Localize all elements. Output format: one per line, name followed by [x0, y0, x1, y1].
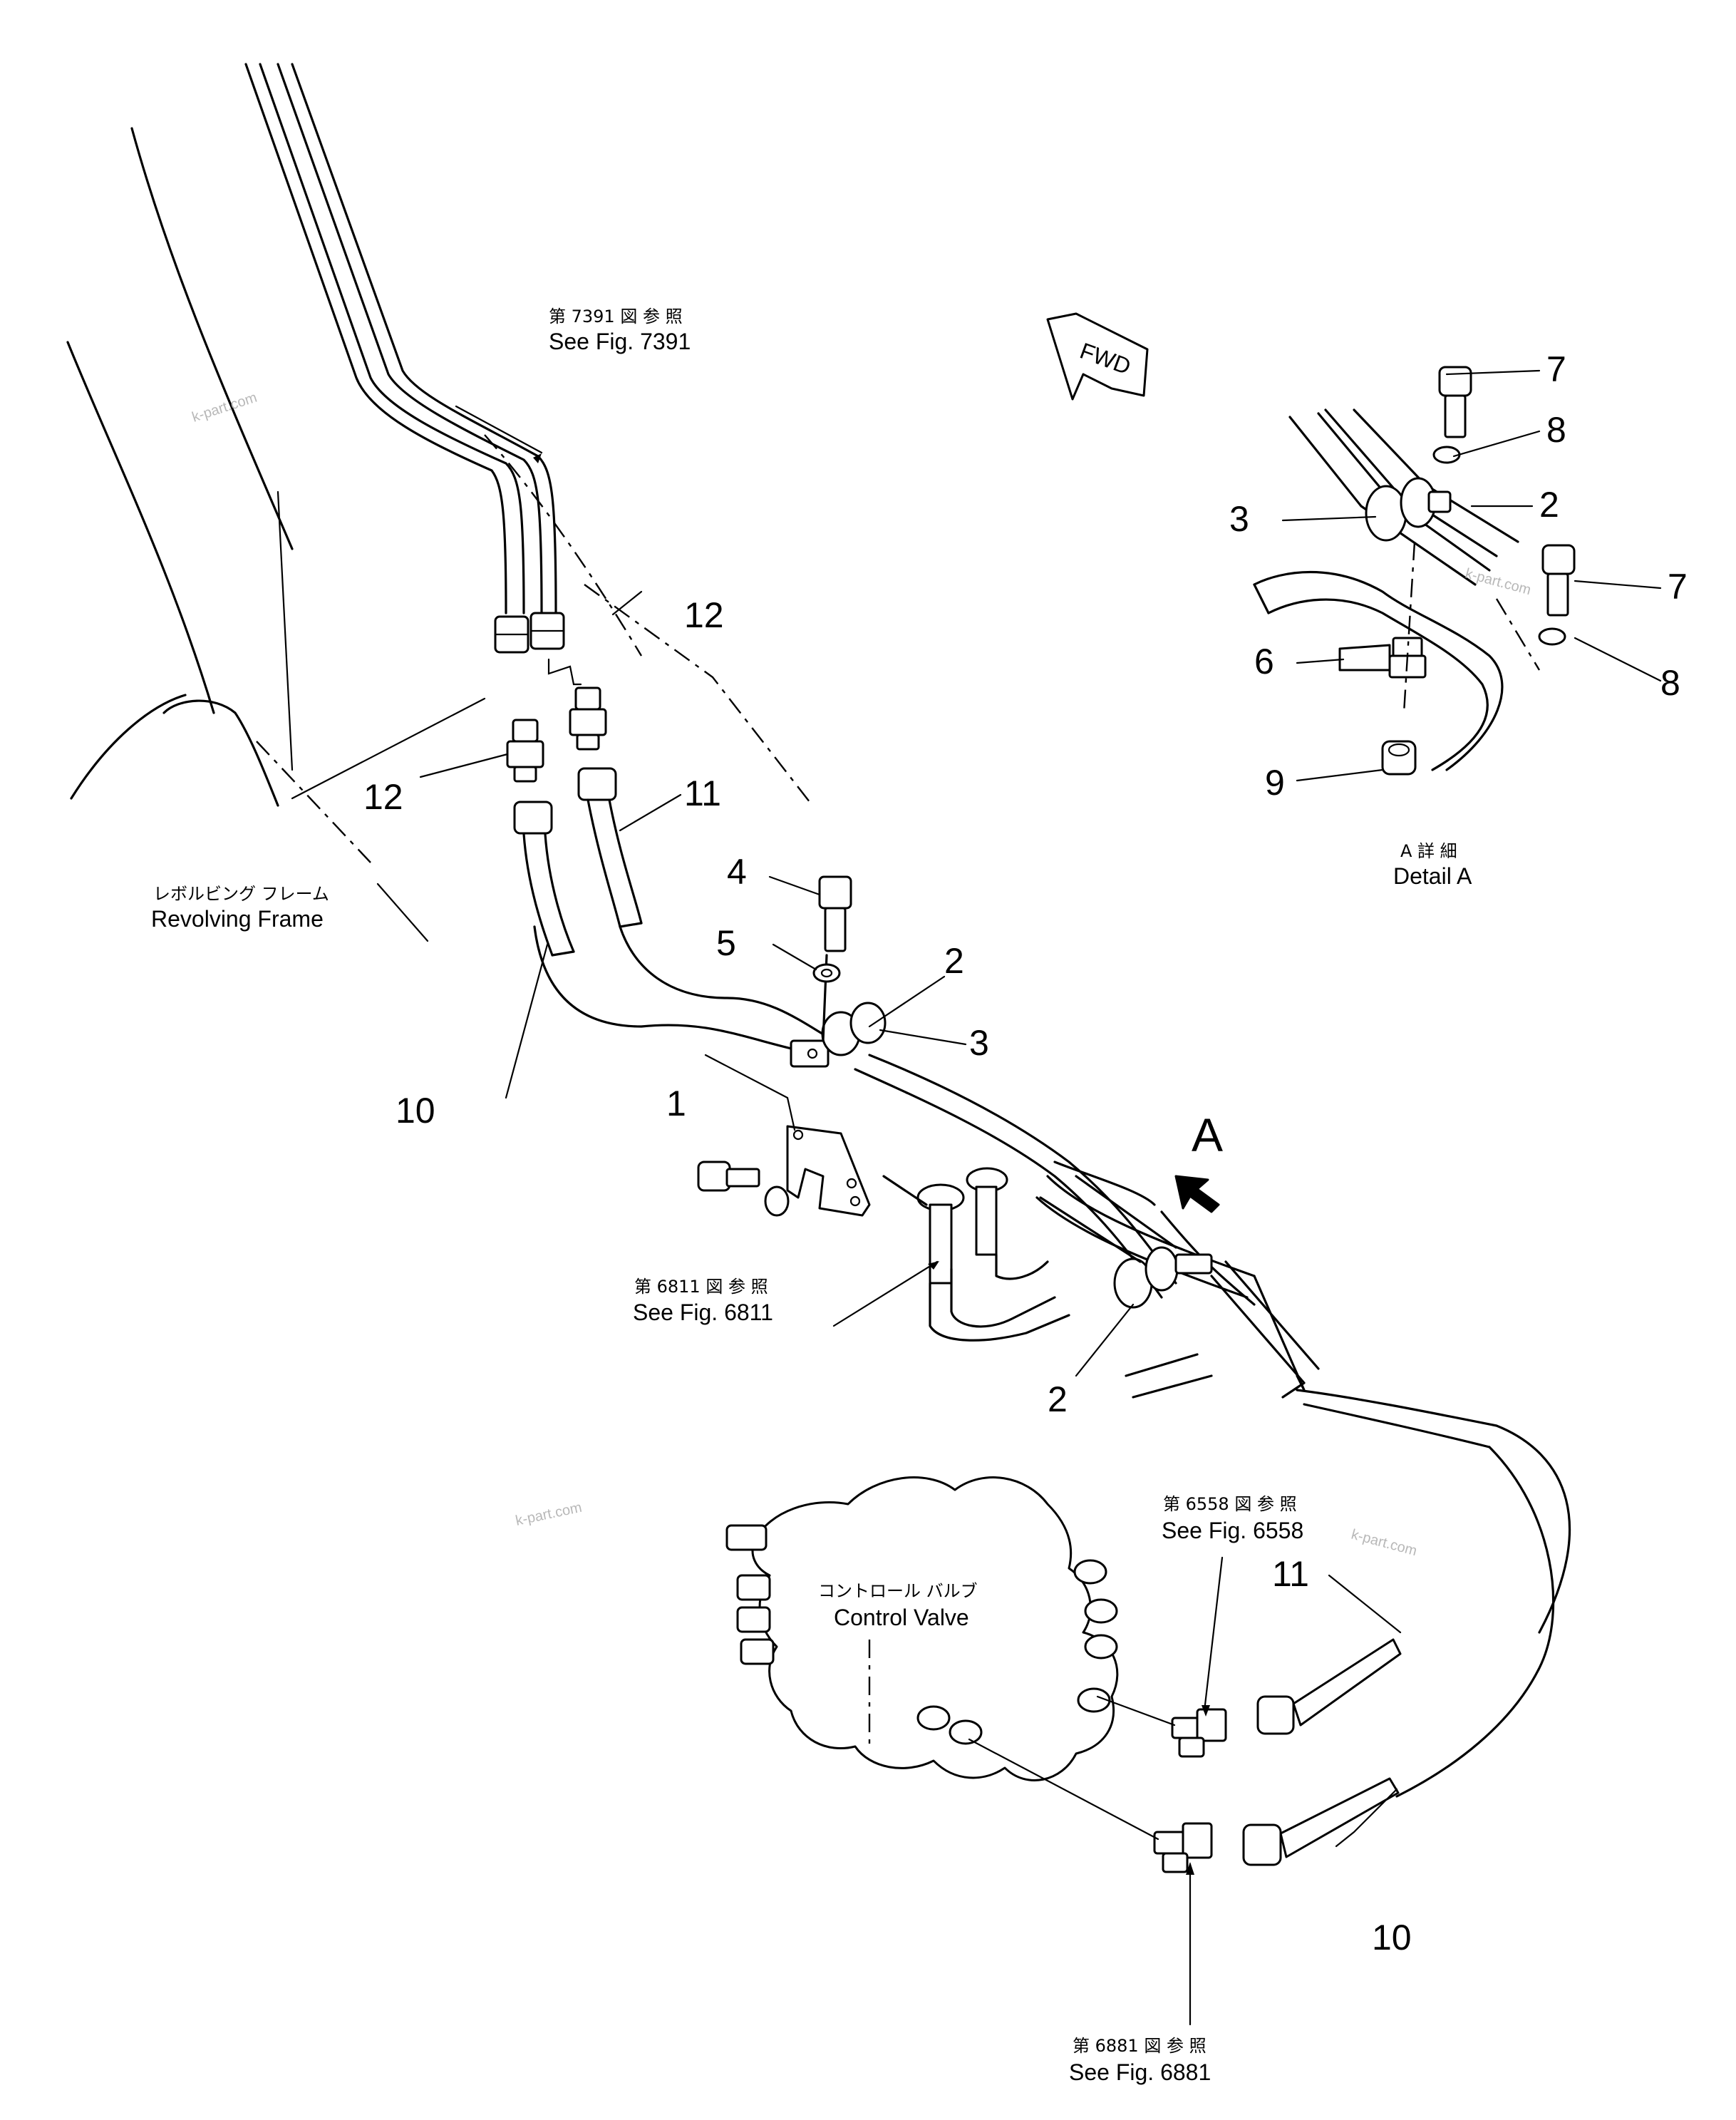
washer-5: [812, 963, 841, 983]
callout-11-lower: 11: [1272, 1554, 1309, 1594]
ref-6558-jp: 第 6558 図 参 照: [1163, 1494, 1297, 1514]
callout-9: 9: [1265, 763, 1285, 803]
upper-tubes: [244, 63, 557, 614]
hose-11-lower: [1256, 1638, 1402, 1735]
ref-6811-en: See Fig. 6811: [633, 1300, 773, 1325]
callout-3-center: 3: [969, 1023, 989, 1063]
callout-6: 6: [1254, 642, 1274, 681]
view-arrow-a: [1174, 1175, 1220, 1213]
connector-6558: [1096, 1695, 1227, 1758]
control-valve: [725, 1476, 1119, 1781]
detail-a-en: Detail A: [1393, 863, 1472, 889]
callout-2-center: 2: [944, 941, 964, 981]
callout-4: 4: [727, 852, 747, 892]
bracket-1: [786, 1125, 871, 1217]
detail-a-jp: A 詳 細: [1400, 841, 1457, 861]
watermark: k-part.com: [190, 390, 259, 426]
control-valve-jp: コントロール バルブ: [818, 1581, 978, 1601]
ref-6881-en: See Fig. 6881: [1069, 2059, 1211, 2085]
clamp-center: [790, 954, 887, 1068]
callout-7-mid: 7: [1668, 567, 1688, 607]
bolt-4: [818, 875, 852, 952]
fwd-arrow-icon: FWD: [1046, 312, 1149, 401]
hose-10-lower: [1242, 1777, 1400, 1866]
callout-7-top: 7: [1546, 349, 1566, 389]
revolving-frame-en: Revolving Frame: [151, 906, 324, 932]
watermark: k-part.com: [514, 1500, 583, 1529]
callout-5: 5: [716, 923, 736, 963]
tube-union-right: [529, 612, 565, 650]
tube-union-left: [494, 615, 529, 654]
pipe-6811: [882, 1167, 1070, 1342]
hose-10-upper: [513, 801, 821, 1056]
callout-8-mid: 8: [1660, 663, 1680, 703]
callout-2-detail: 2: [1539, 485, 1559, 525]
watermark: k-part.com: [1464, 566, 1533, 599]
callout-3-detail: 3: [1229, 499, 1249, 539]
ref-6811-jp: 第 6811 図 参 照: [634, 1277, 768, 1297]
arrowheads: [533, 453, 1210, 1875]
callout-12-left: 12: [363, 777, 403, 817]
ref-6881-jp: 第 6881 図 参 照: [1073, 2036, 1207, 2056]
connector-6881: [968, 1738, 1213, 1873]
ref-7391-jp: 第 7391 図 参 照: [549, 307, 683, 326]
hose-11-upper: [577, 767, 835, 1042]
callout-2-lower: 2: [1048, 1379, 1068, 1419]
watermark: k-part.com: [1350, 1527, 1419, 1560]
fitting-12-left: [506, 719, 544, 783]
view-marker-a: A: [1192, 1108, 1223, 1161]
control-valve-en: Control Valve: [834, 1605, 969, 1630]
callout-8-top: 8: [1546, 410, 1566, 450]
callout-11-upper: 11: [684, 773, 721, 813]
callout-10-lower: 10: [1372, 1918, 1412, 1957]
revolving-frame-outline: [66, 127, 813, 863]
ref-7391-en: See Fig. 7391: [549, 329, 691, 354]
fitting-12-right: [569, 686, 607, 751]
revolving-frame-jp: レボルビング フレーム: [153, 884, 329, 904]
clamp-detail-a-location: [1039, 1175, 1320, 1399]
callout-12-right: 12: [684, 595, 724, 635]
bolt-bracket: [697, 1161, 790, 1217]
callout-10-upper: 10: [396, 1091, 435, 1131]
ref-6558-en: See Fig. 6558: [1162, 1518, 1303, 1543]
callout-1: 1: [666, 1084, 686, 1123]
detail-a: [1253, 366, 1576, 776]
leader-lines: [291, 369, 1662, 2026]
